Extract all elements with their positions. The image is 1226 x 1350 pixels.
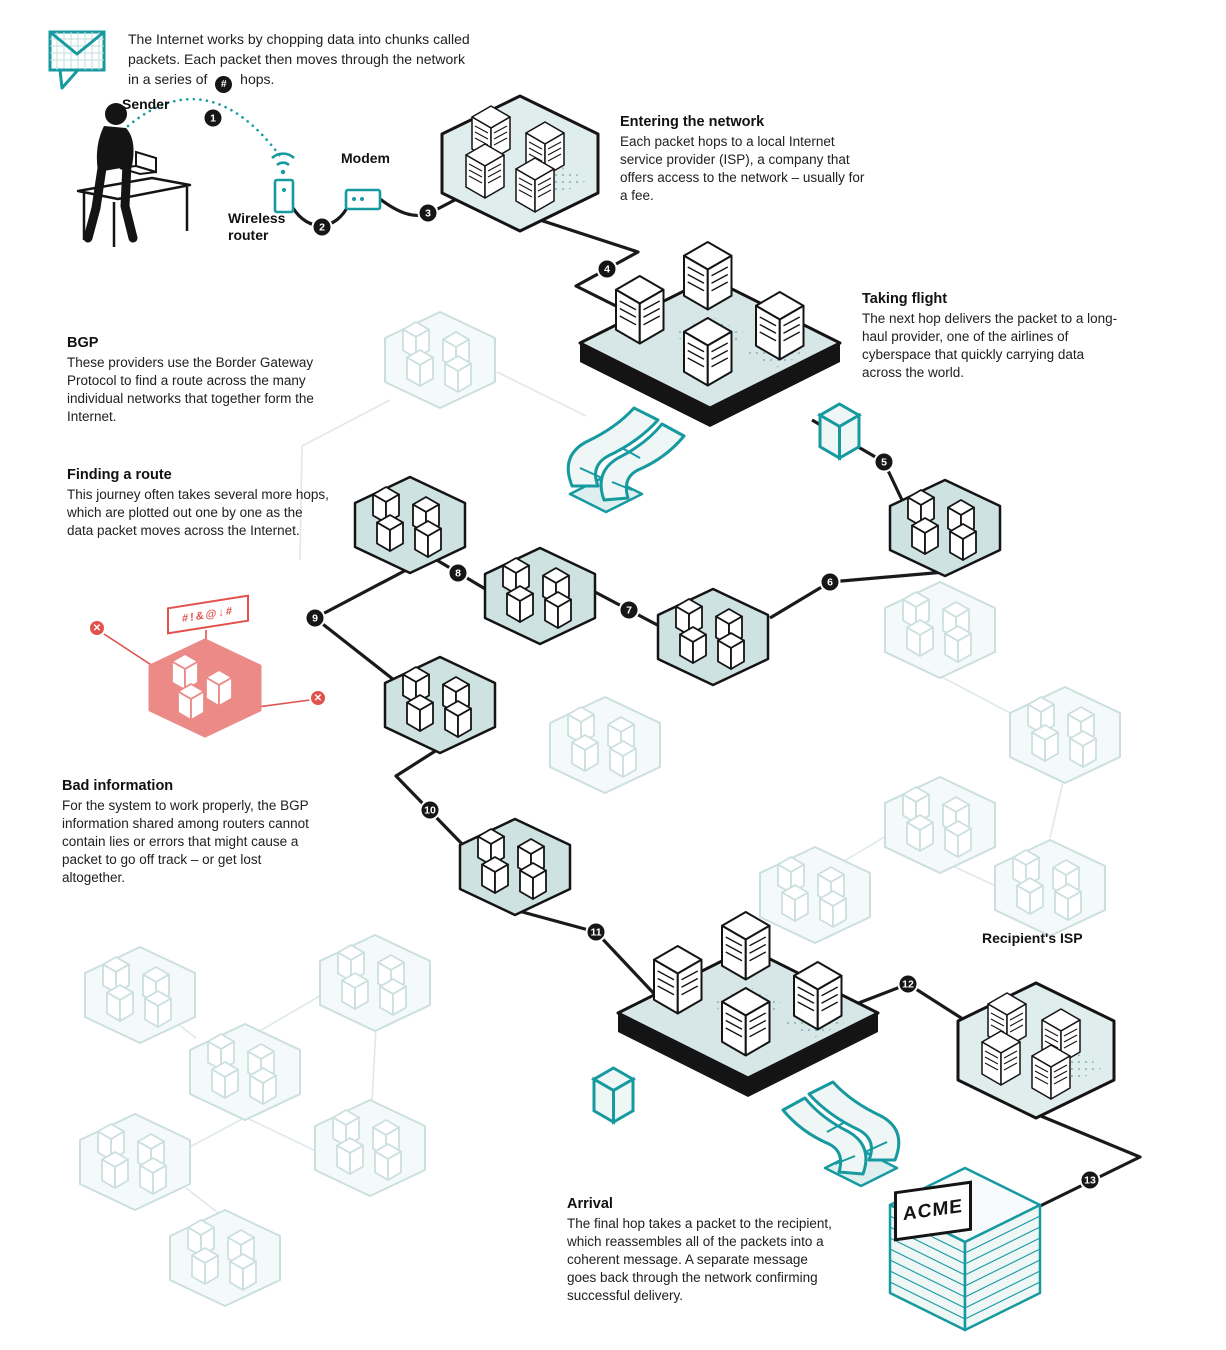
intro-text: The Internet works by chopping data into… [128, 30, 474, 94]
section-title: Taking flight [862, 291, 948, 307]
modem-label: Modem [341, 150, 390, 166]
x-mark-icon: ✕ [309, 689, 327, 707]
recipients-isp-label: Recipient's ISP [982, 930, 1083, 946]
intro-before: The Internet works by chopping data into… [128, 31, 470, 87]
section-body: Each packet hops to a local Internet ser… [620, 134, 865, 204]
hop-badge-1: 1 [202, 107, 224, 129]
hop-badge-11: 11 [585, 921, 607, 943]
sender-label: Sender [122, 96, 170, 112]
section-title: Arrival [567, 1196, 613, 1212]
long-haul-platform-2 [618, 912, 878, 1097]
intro-after: hops. [240, 70, 275, 87]
hop-badge-12: 12 [897, 973, 919, 995]
section-body: This journey often takes several more ho… [67, 487, 329, 539]
wireless-router-label: Wireless router [228, 210, 286, 243]
route-node-11 [460, 819, 570, 915]
hop-badge-8: 8 [447, 562, 469, 584]
recipient-isp-cluster [958, 983, 1114, 1118]
section-entering-network: Entering the network Each packet hops to… [620, 114, 865, 205]
jet-bridges-1 [566, 406, 686, 514]
section-title: BGP [67, 335, 99, 351]
local-isp-cluster [442, 96, 598, 231]
hop-badge-9: 9 [304, 607, 326, 629]
wifi-icon [271, 152, 295, 175]
hop-badge-5: 5 [873, 451, 895, 473]
route-node-5 [890, 480, 1000, 576]
section-arrival: Arrival The final hop takes a packet to … [567, 1196, 839, 1305]
section-bad-information: Bad information For the system to work p… [62, 778, 314, 887]
route-node-7 [485, 548, 595, 644]
jet-bridges-2 [781, 1080, 901, 1188]
x-mark-icon: ✕ [88, 619, 106, 637]
route-node-8 [355, 477, 465, 573]
section-bgp: BGP These providers use the Border Gatew… [67, 335, 335, 426]
section-body: The final hop takes a packet to the reci… [567, 1216, 832, 1304]
cargo-box-1 [818, 402, 861, 460]
bad-information-node [150, 640, 260, 736]
hop-badge-7: 7 [618, 599, 640, 621]
background-links [159, 371, 1064, 1217]
section-title: Bad information [62, 778, 174, 794]
section-taking-flight: Taking flight The next hop delivers the … [862, 291, 1120, 382]
hash-badge-icon: # [215, 76, 233, 94]
hop-badge-3: 3 [417, 202, 439, 224]
envelope-icon [48, 30, 106, 90]
section-finding-route: Finding a route This journey often takes… [67, 467, 329, 540]
section-body: The next hop delivers the packet to a lo… [862, 311, 1118, 381]
section-title: Entering the network [620, 114, 765, 130]
section-body: These providers use the Border Gateway P… [67, 355, 314, 425]
hop-badge-13: 13 [1079, 1169, 1101, 1191]
long-haul-platform-1 [580, 242, 840, 427]
route-node-6 [658, 589, 768, 685]
hop-badge-6: 6 [819, 571, 841, 593]
section-body: For the system to work properly, the BGP… [62, 798, 309, 886]
wireless-router-illustration [273, 178, 295, 214]
modem-illustration [344, 188, 382, 211]
hop-badge-10: 10 [419, 799, 441, 821]
cargo-box-2 [592, 1066, 635, 1124]
hop-badge-2: 2 [311, 216, 333, 238]
section-title: Finding a route [67, 467, 172, 483]
route-node-10 [385, 657, 495, 753]
sender-illustration [76, 103, 192, 247]
hop-badge-4: 4 [596, 258, 618, 280]
